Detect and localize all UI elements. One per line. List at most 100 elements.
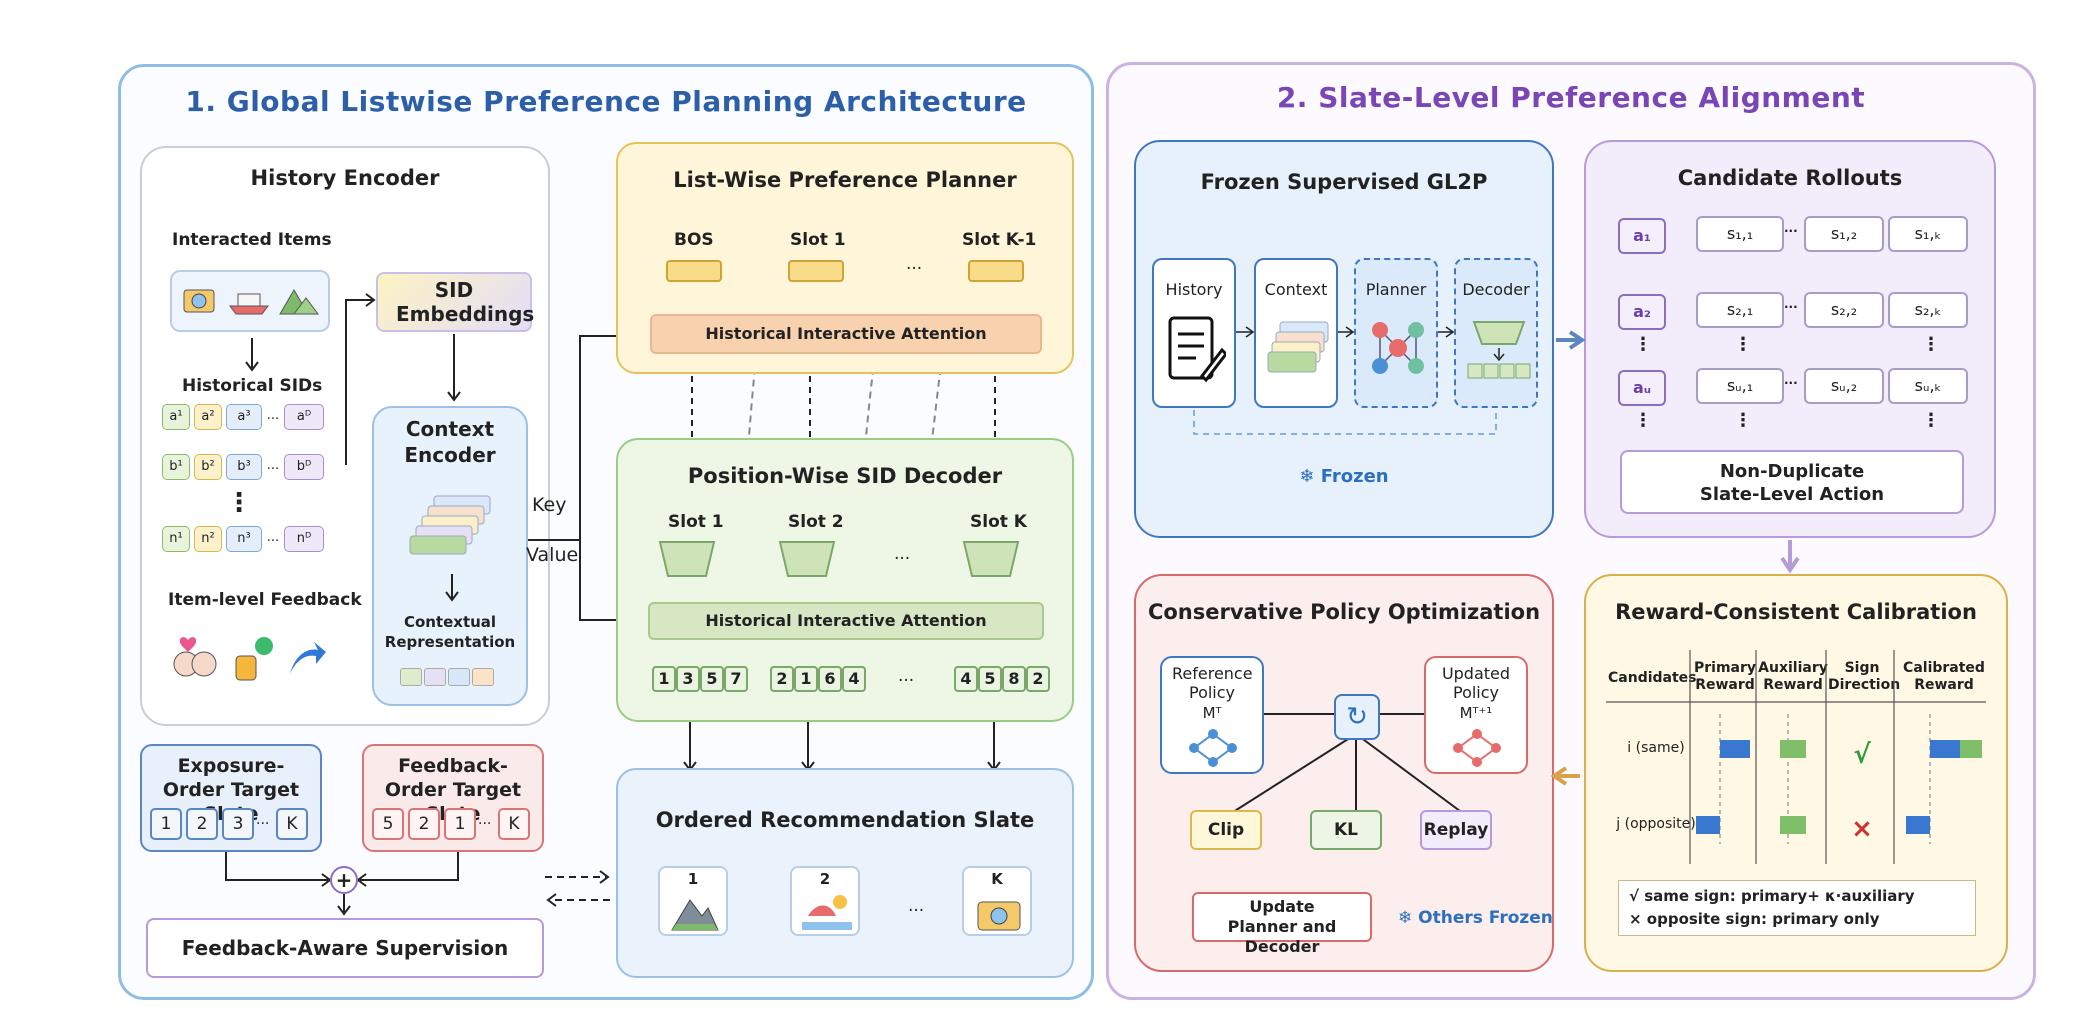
decoder-heads [658, 541, 1020, 577]
context-encoder-title: Context Encoder [404, 417, 496, 467]
header-candidates: Candidates [1608, 670, 1697, 686]
cpo-graph [1229, 713, 1465, 815]
arrow-down-icon [245, 338, 259, 372]
ellipsis: ... [266, 530, 280, 545]
dec-slot1-label: Slot 1 [668, 512, 724, 532]
slate-token: 5 [372, 808, 404, 840]
update-label: Update Planner and Decoder [1227, 897, 1337, 956]
feedback-icons [173, 637, 326, 681]
right-panel-title: 2. Slate-Level Preference Alignment [1276, 81, 1866, 114]
rollout-slot: s₁,₁ [1696, 216, 1784, 252]
supervision-label: Feedback-Aware Supervision [181, 936, 509, 960]
slate-token: K [498, 808, 530, 840]
code-digit: 7 [724, 666, 748, 692]
reward-calibration: Reward-Consistent Calibration Candidates… [1584, 574, 2008, 972]
non-duplicate-action: Non-Duplicate Slate-Level Action [1620, 450, 1964, 514]
key-label: Key [532, 494, 567, 516]
code-digit: 2 [1026, 666, 1050, 692]
check-icon: √ [1853, 740, 1871, 770]
sid-chip: aᴰ [284, 404, 324, 430]
header-calibrated: Calibrated Reward [1903, 660, 1985, 693]
slate-item-2: 2 [790, 866, 860, 936]
rollouts-title: Candidate Rollouts [1677, 166, 1903, 190]
policy-graph-icon [1189, 729, 1237, 767]
ellipsis: ... [266, 458, 280, 473]
kl-box: KL [1310, 810, 1382, 850]
planner-attention-label: Historical Interactive Attention [705, 324, 987, 343]
rollout-slot: sᵤ,₂ [1804, 368, 1884, 404]
bos-token [666, 260, 722, 282]
frozen-title: Frozen Supervised GL2P [1200, 170, 1488, 194]
calibration-table [1606, 650, 1986, 864]
bos-label: BOS [674, 230, 714, 250]
clip-box: Clip [1190, 810, 1262, 850]
rollout-slots: s₁,₁ ··· s₁,₂ s₁,ₖ s₂,₁ ··· s₂,₂ s₂,ₖ sᵤ… [1584, 140, 1996, 440]
slate-token: 2 [408, 808, 440, 840]
slate-token: 1 [150, 808, 182, 840]
stack-icon [1267, 321, 1329, 373]
rollout-slot: s₁,ₖ [1888, 216, 1968, 252]
policy-graph-icon [1453, 729, 1501, 767]
header-sign: Sign Direction [1828, 660, 1901, 693]
slotk1-label: Slot K-1 [962, 230, 1037, 250]
stack-icon [409, 495, 491, 555]
camera-icon [977, 901, 1021, 931]
interacted-items-image [170, 270, 330, 332]
contextual-representation-label: Contextual Representation [384, 613, 516, 651]
rollout-slot: sᵤ,₁ [1696, 368, 1784, 404]
slate-item-k: K [962, 866, 1032, 936]
slate-item-rank: 2 [819, 870, 831, 888]
module-label: Context [1264, 280, 1328, 299]
module-decoder: Decoder [1454, 258, 1538, 408]
planner-attention: Historical Interactive Attention [650, 314, 1042, 354]
module-context: Context [1254, 258, 1338, 408]
cross-icon: × [1851, 814, 1873, 844]
header-auxiliary: Auxiliary Reward [1758, 660, 1828, 693]
sid-chip: a¹ [162, 404, 190, 430]
rollout-vdots: ⋮ [1922, 334, 1940, 355]
rollout-slot: s₂,ₖ [1888, 292, 1968, 328]
dec-slotk-label: Slot K [970, 512, 1027, 532]
rollout-action: a₂ [1618, 294, 1666, 330]
module-planner: Planner [1354, 258, 1438, 408]
ordered-slate-title: Ordered Recommendation Slate [655, 808, 1035, 832]
cpo-title: Conservative Policy Optimization [1147, 600, 1541, 624]
slate-token: K [276, 808, 308, 840]
sid-chip: nᴰ [284, 526, 324, 552]
sid-row-a: a¹ a² a³ ... aᴰ [162, 404, 342, 432]
sid-chip: b³ [226, 454, 262, 480]
module-label: History [1165, 280, 1223, 299]
slate-token: 3 [222, 808, 254, 840]
planner-title: List-Wise Preference Planner [673, 168, 1017, 192]
code-digit: 4 [954, 666, 978, 692]
rollout-dots: ··· [1784, 300, 1798, 314]
mountain-icon [671, 899, 719, 931]
feedback-order-title: Feedback-Order Target Slate [384, 755, 522, 825]
value-label: Value [526, 544, 579, 566]
sid-chip: a³ [226, 404, 262, 430]
historical-sids-label: Historical SIDs [182, 376, 323, 396]
decoder-dots: ... [894, 544, 911, 564]
reference-m: Mᵀ [1202, 704, 1222, 722]
module-label: Decoder [1462, 280, 1530, 299]
slate-item-rank: 1 [687, 870, 699, 888]
row-j-label: j (opposite) [1616, 816, 1696, 832]
code-digit: 6 [818, 666, 842, 692]
sid-chip: a² [194, 404, 222, 430]
sid-chip: n² [194, 526, 222, 552]
updated-label: Updated Policy [1441, 664, 1511, 702]
sid-chip: n¹ [162, 526, 190, 552]
sid-chip: b¹ [162, 454, 190, 480]
sid-decoder: Position-Wise SID Decoder Slot 1 Slot 2 … [616, 438, 1074, 722]
calibration-title: Reward-Consistent Calibration [1615, 600, 1977, 624]
rollout-vdots: ⋮ [1634, 410, 1652, 431]
rollout-action: aᵤ [1618, 370, 1666, 406]
item-icons [183, 289, 319, 315]
planner-dots: ... [906, 254, 923, 274]
module-history: History [1152, 258, 1236, 408]
history-encoder-title: History Encoder [250, 166, 440, 190]
updated-policy: Updated Policy Mᵀ⁺¹ [1424, 656, 1528, 774]
module-label: Planner [1365, 280, 1427, 299]
ordered-recommendation-slate: Ordered Recommendation Slate 1 2 ... K [616, 768, 1074, 978]
others-frozen-label: ❄ Others Frozen [1398, 908, 1553, 928]
